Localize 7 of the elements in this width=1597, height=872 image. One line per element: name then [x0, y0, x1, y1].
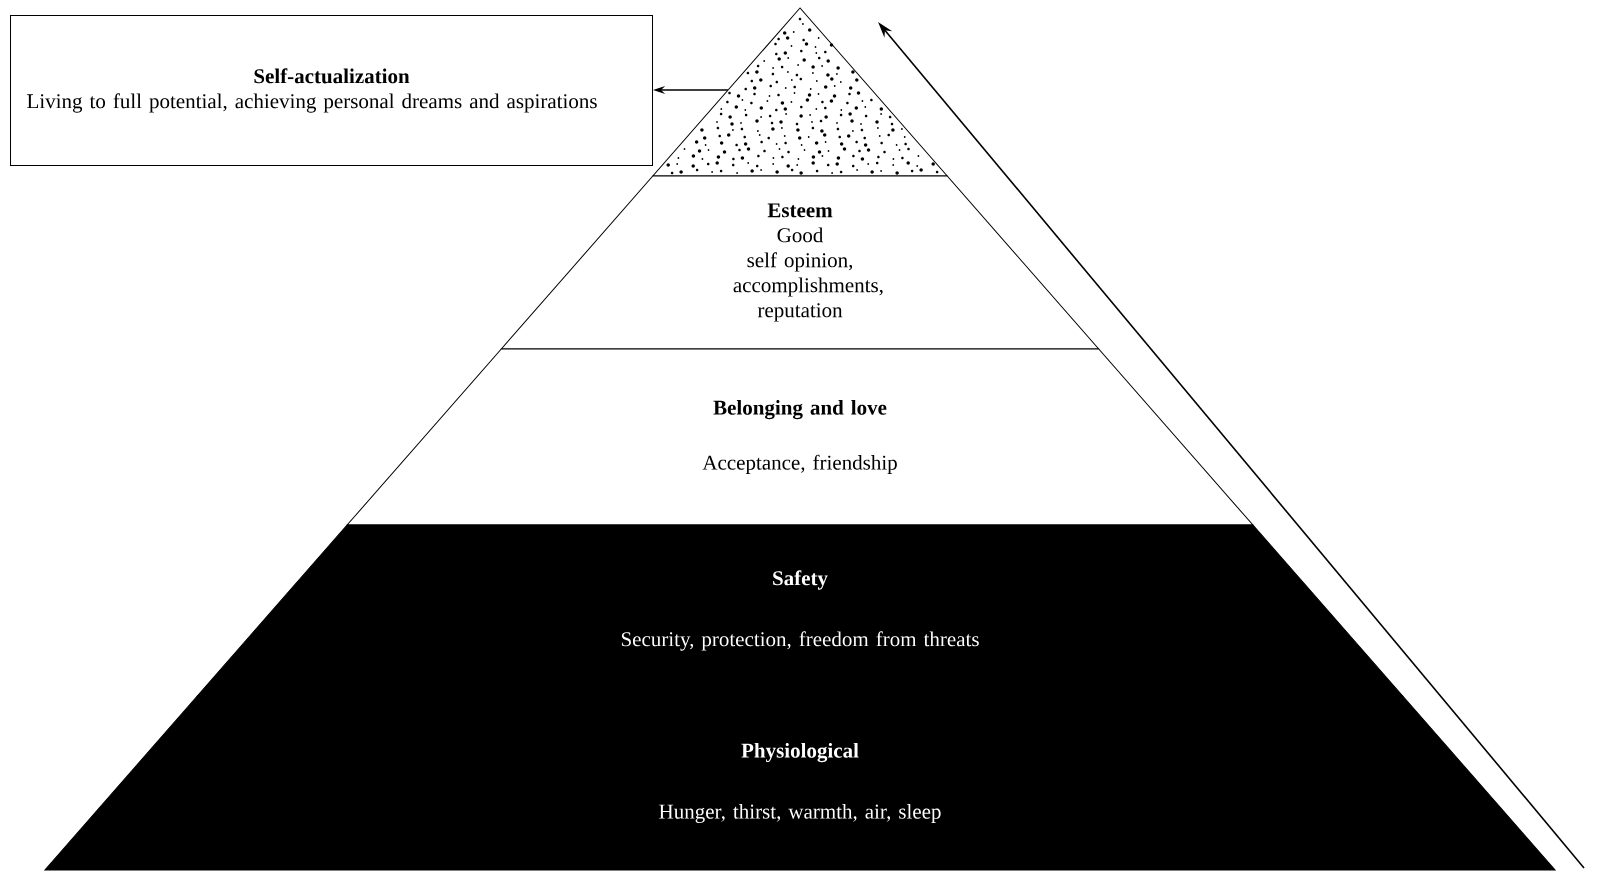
pyramid-level: Physiological Hunger, thirst, warmth, air, sleep [44, 695, 1556, 871]
node-label: Hunger, thirst, warmth, air, sleep [659, 803, 941, 824]
pyramid-level: Esteem Good self opinion, accomplishments, reputation [500, 175, 1100, 350]
text-box: Self-actualization Living to full potential, achieving personal dreams and aspirations [10, 15, 653, 166]
pyramid-level: Safety Security, protection, freedom from threats [196, 524, 1404, 697]
node-label: Physiological [741, 742, 859, 763]
pyramid-level: Belonging and love Acceptance, friendship [346, 348, 1254, 526]
